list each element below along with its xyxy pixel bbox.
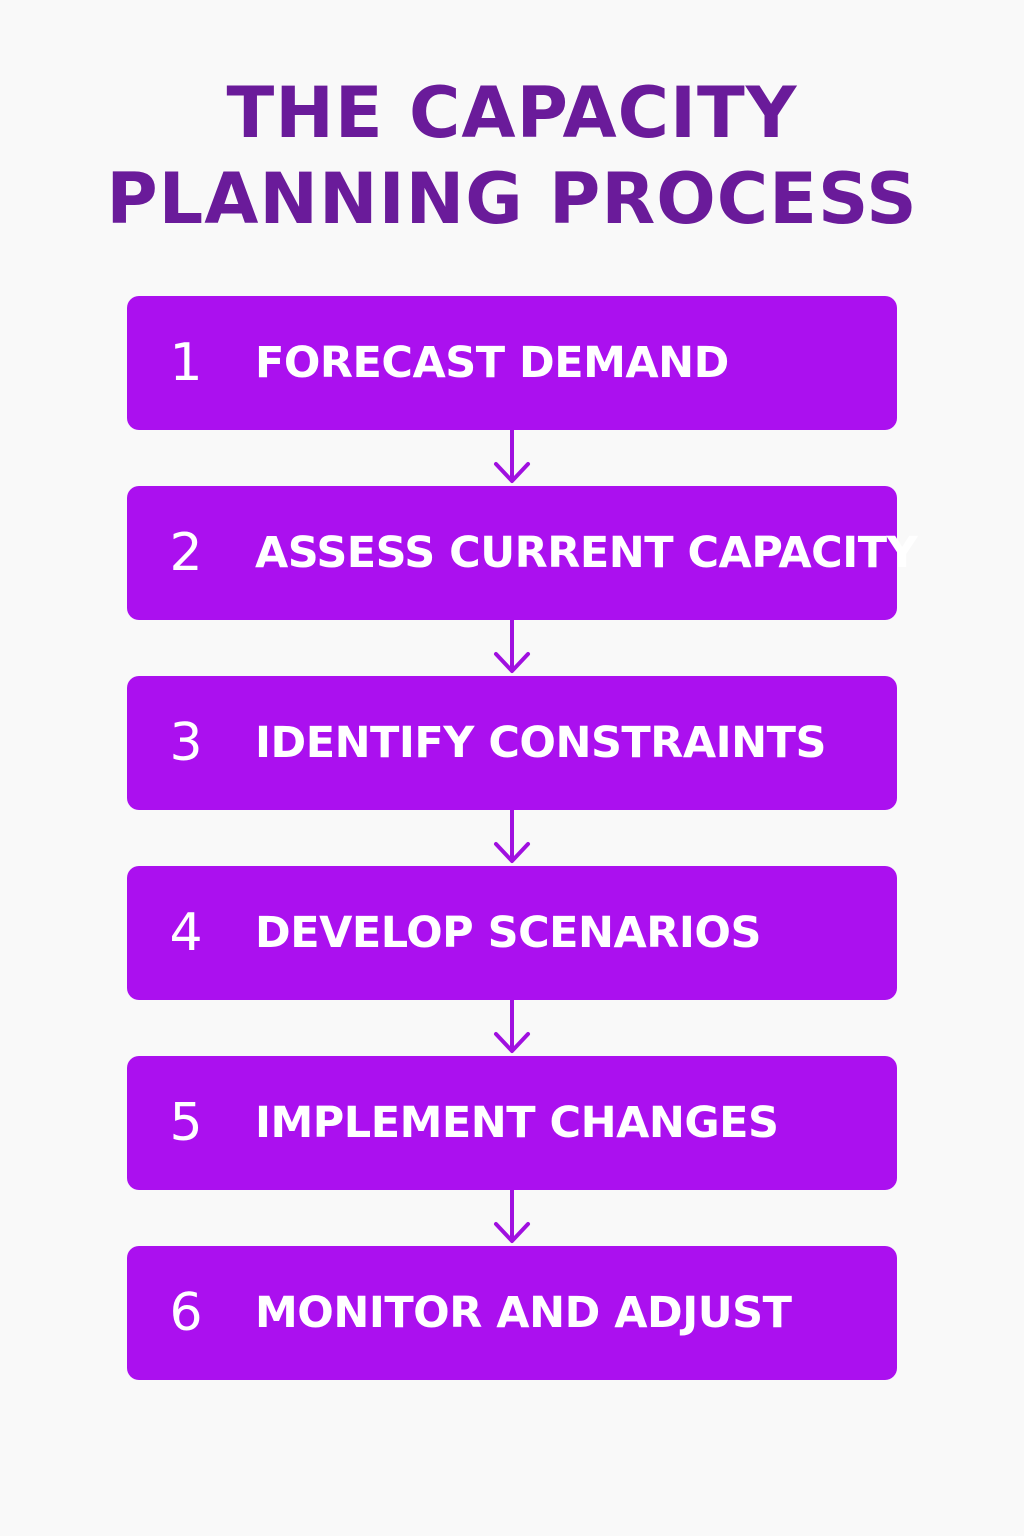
step-number: 4: [169, 903, 203, 963]
step-label: ASSESS CURRENT CAPACITY: [255, 528, 918, 578]
step-label: DEVELOP SCENARIOS: [255, 908, 761, 958]
page-title: THE CAPACITY PLANNING PROCESS: [0, 70, 1024, 242]
arrow-down-icon: [494, 810, 530, 863]
connector-5-6: [127, 1190, 897, 1246]
step-2: 2 ASSESS CURRENT CAPACITY: [127, 486, 918, 620]
step-number: 6: [169, 1283, 203, 1343]
step-number: 3: [169, 713, 203, 773]
connector-3-4: [127, 810, 897, 866]
step-number: 2: [169, 523, 203, 583]
connector-2-3: [127, 620, 897, 676]
step-label: IMPLEMENT CHANGES: [255, 1098, 779, 1148]
step-number: 1: [169, 333, 203, 393]
connector-1-2: [127, 430, 897, 486]
step-number: 5: [169, 1093, 203, 1153]
arrow-down-icon: [494, 1190, 530, 1243]
arrow-down-icon: [494, 430, 530, 483]
step-5: 5 IMPLEMENT CHANGES: [127, 1056, 897, 1190]
step-label: FORECAST DEMAND: [255, 338, 729, 388]
process-steps: 1 FORECAST DEMAND 2 ASSESS CURRENT CAPAC…: [127, 296, 918, 1380]
arrow-down-icon: [494, 620, 530, 673]
arrow-down-icon: [494, 1000, 530, 1053]
connector-4-5: [127, 1000, 897, 1056]
title-line-2: PLANNING PROCESS: [106, 158, 918, 240]
title-line-1: THE CAPACITY: [226, 72, 798, 154]
step-3: 3 IDENTIFY CONSTRAINTS: [127, 676, 897, 810]
step-4: 4 DEVELOP SCENARIOS: [127, 866, 897, 1000]
step-label: MONITOR AND ADJUST: [255, 1288, 792, 1338]
step-6: 6 MONITOR AND ADJUST: [127, 1246, 897, 1380]
step-label: IDENTIFY CONSTRAINTS: [255, 718, 826, 768]
step-1: 1 FORECAST DEMAND: [127, 296, 897, 430]
